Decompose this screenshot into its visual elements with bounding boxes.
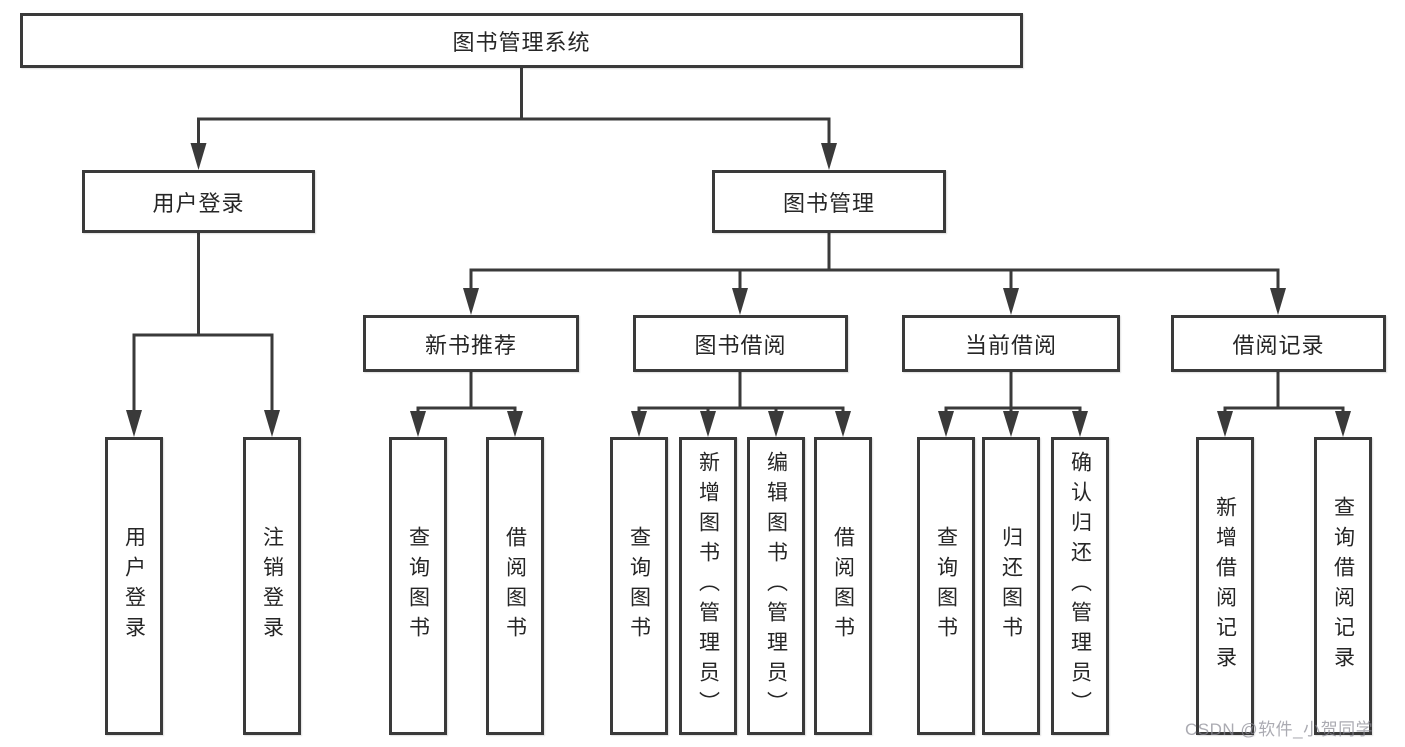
node-new-book-recommend: 新书推荐 bbox=[363, 315, 579, 372]
node-user-login: 用户登录 bbox=[82, 170, 315, 233]
leaf-confirm-return-admin: 确认归还（管理员） bbox=[1051, 437, 1109, 735]
watermark: CSDN @软件_小贺同学 bbox=[1185, 720, 1374, 739]
arrowhead-icons bbox=[126, 143, 1351, 437]
leaf-add-book-admin: 新增图书（管理员） bbox=[679, 437, 737, 735]
leaf-query-books-borrow: 查询图书 bbox=[610, 437, 668, 735]
leaf-query-books-recommend: 查询图书 bbox=[389, 437, 447, 735]
node-borrow-records: 借阅记录 bbox=[1171, 315, 1386, 372]
node-root-system: 图书管理系统 bbox=[20, 13, 1023, 68]
leaf-return-book: 归还图书 bbox=[982, 437, 1040, 735]
leaf-borrow-books-recommend: 借阅图书 bbox=[486, 437, 544, 735]
node-book-borrow: 图书借阅 bbox=[633, 315, 848, 372]
leaf-borrow-books: 借阅图书 bbox=[814, 437, 872, 735]
leaf-query-borrow-record: 查询借阅记录 bbox=[1314, 437, 1372, 735]
leaf-edit-book-admin: 编辑图书（管理员） bbox=[747, 437, 805, 735]
leaf-add-borrow-record: 新增借阅记录 bbox=[1196, 437, 1254, 735]
leaf-logout: 注销登录 bbox=[243, 437, 301, 735]
node-current-borrow: 当前借阅 bbox=[902, 315, 1120, 372]
leaf-query-books-current: 查询图书 bbox=[917, 437, 975, 735]
leaf-user-login: 用户登录 bbox=[105, 437, 163, 735]
node-book-management: 图书管理 bbox=[712, 170, 946, 233]
